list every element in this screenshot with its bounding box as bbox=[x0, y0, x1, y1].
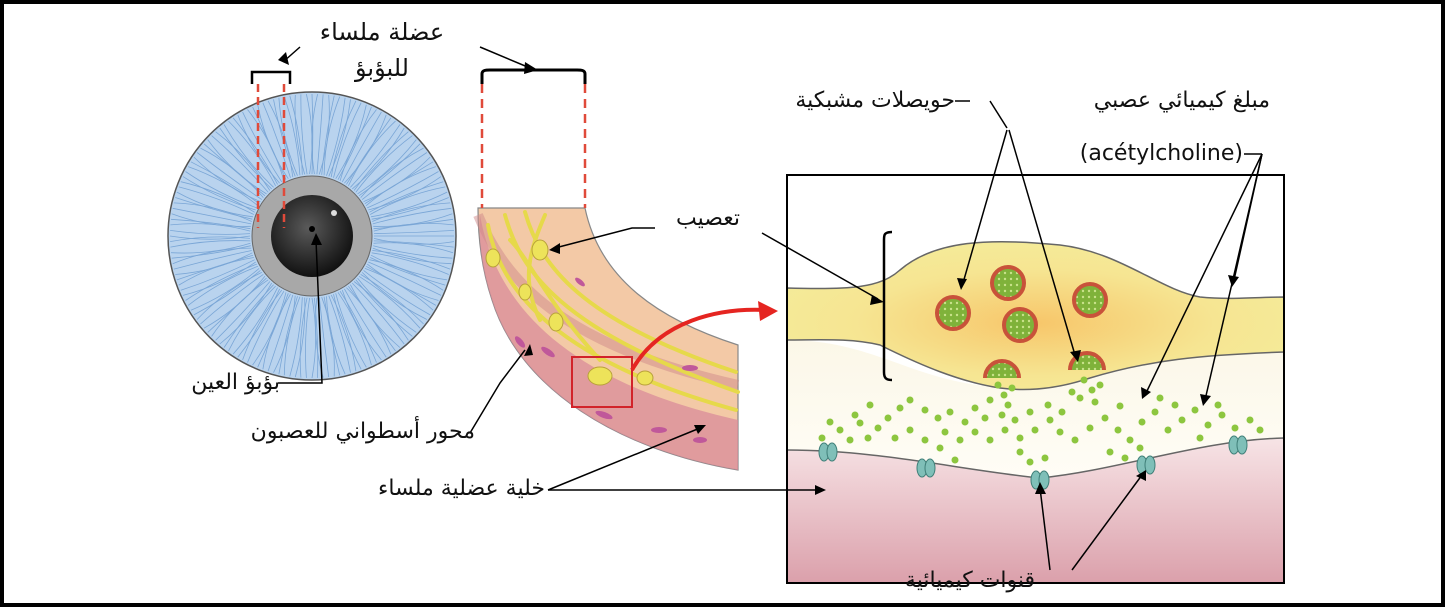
acetylcholine-molecule bbox=[1092, 399, 1099, 406]
acetylcholine-molecule bbox=[865, 435, 872, 442]
acetylcholine-molecule bbox=[935, 415, 942, 422]
acetylcholine-molecule bbox=[1047, 417, 1054, 424]
acetylcholine-molecule bbox=[1077, 395, 1084, 402]
pupil-muscle-bracket bbox=[252, 72, 290, 84]
acetylcholine-molecule bbox=[1232, 425, 1239, 432]
acetylcholine-molecule bbox=[1152, 409, 1159, 416]
acetylcholine-molecule bbox=[1009, 385, 1016, 392]
acetylcholine-molecule bbox=[1122, 455, 1129, 462]
acetylcholine-molecule bbox=[947, 409, 954, 416]
tissue-section bbox=[478, 70, 778, 470]
acetylcholine-molecule bbox=[957, 437, 964, 444]
acetylcholine-molecule bbox=[1197, 435, 1204, 442]
acetylcholine-molecule bbox=[1247, 417, 1254, 424]
tissue-bracket bbox=[482, 70, 585, 84]
acetylcholine-molecule bbox=[1032, 427, 1039, 434]
acetylcholine-molecule bbox=[922, 437, 929, 444]
acetylcholine-molecule bbox=[1001, 392, 1008, 399]
acetylcholine-molecule bbox=[982, 415, 989, 422]
acetylcholine-molecule bbox=[942, 429, 949, 436]
label-smooth-muscle-cell: خلية عضلية ملساء bbox=[305, 478, 545, 500]
acetylcholine-molecule bbox=[937, 445, 944, 452]
iris-diagram bbox=[168, 72, 456, 380]
acetylcholine-molecule bbox=[1002, 427, 1009, 434]
acetylcholine-molecule bbox=[1069, 389, 1076, 396]
acetylcholine-molecule bbox=[1192, 407, 1199, 414]
acetylcholine-molecule bbox=[1139, 419, 1146, 426]
acetylcholine-molecule bbox=[1042, 455, 1049, 462]
acetylcholine-molecule bbox=[907, 397, 914, 404]
label-eye-pupil: بؤبؤ العين bbox=[150, 372, 280, 394]
acetylcholine-molecule bbox=[1205, 422, 1212, 429]
acetylcholine-molecule bbox=[847, 437, 854, 444]
label-innervation: تعصيب bbox=[648, 208, 768, 230]
acetylcholine-molecule bbox=[1081, 377, 1088, 384]
acetylcholine-molecule bbox=[1219, 412, 1226, 419]
acetylcholine-molecule bbox=[1017, 435, 1024, 442]
label-pupil-smooth-muscle-line2: للبؤبؤ bbox=[302, 56, 462, 80]
acetylcholine-molecule bbox=[1137, 445, 1144, 452]
acetylcholine-molecule bbox=[1107, 449, 1114, 456]
acetylcholine-molecule bbox=[1045, 402, 1052, 409]
acetylcholine-molecule bbox=[1102, 415, 1109, 422]
acetylcholine-molecule bbox=[987, 437, 994, 444]
acetylcholine-molecule bbox=[1012, 417, 1019, 424]
acetylcholine-molecule bbox=[852, 412, 859, 419]
acetylcholine-molecule bbox=[1172, 402, 1179, 409]
acetylcholine-molecule bbox=[1059, 409, 1066, 416]
acetylcholine-molecule bbox=[987, 397, 994, 404]
acetylcholine-molecule bbox=[1027, 409, 1034, 416]
pupil-center-dot bbox=[309, 226, 315, 232]
acetylcholine-molecule bbox=[962, 419, 969, 426]
acetylcholine-molecule bbox=[1115, 427, 1122, 434]
acetylcholine-molecule bbox=[1072, 437, 1079, 444]
acetylcholine-molecule bbox=[952, 457, 959, 464]
label-pupil-smooth-muscle-line1: عضلة ملساء bbox=[302, 20, 462, 44]
acetylcholine-molecule bbox=[857, 420, 864, 427]
acetylcholine-molecule bbox=[867, 402, 874, 409]
acetylcholine-molecule bbox=[837, 427, 844, 434]
acetylcholine-molecule bbox=[1157, 395, 1164, 402]
acetylcholine-molecule bbox=[892, 435, 899, 442]
acetylcholine-molecule bbox=[1005, 402, 1012, 409]
acetylcholine-molecule bbox=[1089, 387, 1096, 394]
receptor-channel bbox=[819, 443, 837, 461]
acetylcholine-molecule bbox=[1117, 403, 1124, 410]
label-axon: محور أسطواني للعصبون bbox=[150, 421, 475, 443]
acetylcholine-molecule bbox=[972, 429, 979, 436]
acetylcholine-molecule bbox=[1027, 459, 1034, 466]
acetylcholine-molecule bbox=[827, 419, 834, 426]
acetylcholine-molecule bbox=[1257, 427, 1264, 434]
label-neurotransmitter: مبلغ كيميائي عصبي bbox=[1000, 90, 1270, 112]
acetylcholine-molecule bbox=[1127, 437, 1134, 444]
receptor-channel bbox=[917, 459, 935, 477]
acetylcholine-molecule bbox=[1097, 382, 1104, 389]
pupil-highlight bbox=[331, 210, 337, 216]
label-chemical-channels: قنوات كيميائية bbox=[860, 570, 1080, 592]
acetylcholine-molecule bbox=[885, 415, 892, 422]
receptor-channel bbox=[1229, 436, 1247, 454]
acetylcholine-molecule bbox=[972, 405, 979, 412]
acetylcholine-molecule bbox=[995, 382, 1002, 389]
acetylcholine-molecule bbox=[999, 412, 1006, 419]
acetylcholine-molecule bbox=[1087, 425, 1094, 432]
acetylcholine-molecule bbox=[897, 405, 904, 412]
acetylcholine-molecule bbox=[1215, 402, 1222, 409]
acetylcholine-molecule bbox=[1017, 449, 1024, 456]
acetylcholine-molecule bbox=[1057, 429, 1064, 436]
label-acetylcholine: (acétylcholine) bbox=[1028, 143, 1243, 165]
acetylcholine-molecule bbox=[1179, 417, 1186, 424]
acetylcholine-molecule bbox=[922, 407, 929, 414]
acetylcholine-molecule bbox=[1165, 427, 1172, 434]
acetylcholine-molecule bbox=[907, 427, 914, 434]
acetylcholine-molecule bbox=[875, 425, 882, 432]
acetylcholine-molecule bbox=[819, 435, 826, 442]
label-synaptic-vesicles: حويصلات مشبكية bbox=[730, 90, 955, 112]
